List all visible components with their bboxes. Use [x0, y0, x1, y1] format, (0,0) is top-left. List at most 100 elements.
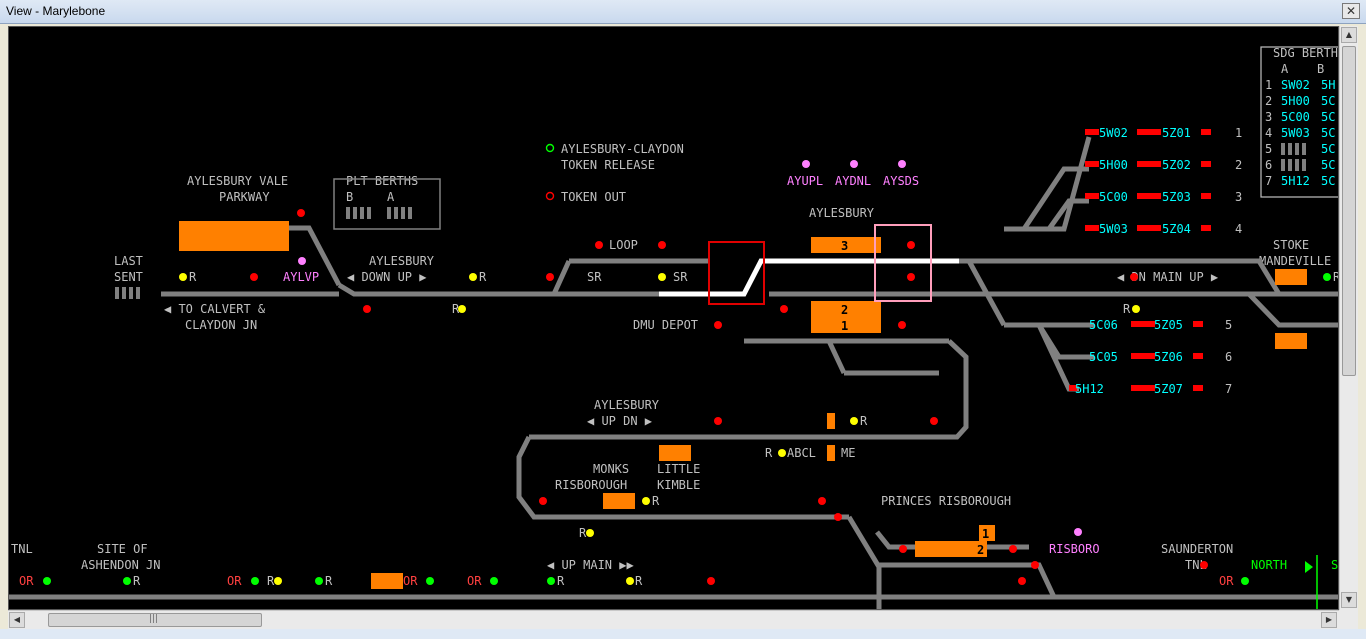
signal-yellow[interactable]	[586, 529, 594, 537]
signal-green[interactable]	[426, 577, 434, 585]
siding-berth-b[interactable]: 5Z05	[1154, 318, 1183, 332]
signal-red[interactable]	[907, 241, 915, 249]
signal-yellow[interactable]	[658, 273, 666, 281]
signal-red[interactable]	[250, 273, 258, 281]
signal-green[interactable]	[1323, 273, 1331, 281]
siding-berth-b[interactable]: 5Z06	[1154, 350, 1183, 364]
signal-yellow[interactable]	[850, 417, 858, 425]
berth-little-kimble[interactable]	[659, 445, 691, 461]
siding-berth-b[interactable]: 5Z04	[1162, 222, 1191, 236]
resize-grip[interactable]	[1339, 610, 1358, 629]
scroll-left-button[interactable]: ◀	[9, 612, 25, 628]
loop-label: LOOP	[609, 238, 638, 252]
signal-red[interactable]	[595, 241, 603, 249]
siding-row-6: 5C05 5Z06 6	[1089, 350, 1232, 364]
to-calvert-label: ◀ TO CALVERT &	[164, 302, 266, 316]
signal-red[interactable]	[780, 305, 788, 313]
signal-red[interactable]	[546, 273, 554, 281]
siding-number: 7	[1225, 382, 1232, 396]
scroll-right-button[interactable]: ▶	[1321, 612, 1337, 628]
signal-red[interactable]	[1200, 561, 1208, 569]
signal-yellow[interactable]	[458, 305, 466, 313]
berth-platform-3[interactable]	[811, 237, 881, 253]
signal-red[interactable]	[1009, 545, 1017, 553]
berth-me[interactable]	[827, 445, 835, 461]
horizontal-scrollbar[interactable]: ◀ ||| ▶	[8, 610, 1339, 629]
aydnl-indicator[interactable]	[850, 160, 858, 168]
siding-signal-bar	[1085, 161, 1099, 167]
last-sent-slot	[129, 287, 133, 299]
berth-princes-platform-1[interactable]	[979, 525, 995, 541]
signal-yellow[interactable]	[626, 577, 634, 585]
track-grey	[9, 136, 1338, 609]
signal-red[interactable]	[297, 209, 305, 217]
sdg-table-rows: 1 SW02 5H 2 5H00 5C 3 5C00 5C 4 5W03 5C …	[1265, 78, 1335, 188]
signal-red[interactable]	[714, 417, 722, 425]
signal-yellow[interactable]	[1132, 305, 1140, 313]
signal-green[interactable]	[43, 577, 51, 585]
signal-green[interactable]	[123, 577, 131, 585]
signal-red[interactable]	[898, 321, 906, 329]
signal-yellow[interactable]	[179, 273, 187, 281]
risboro-indicator[interactable]	[1074, 528, 1082, 536]
signal-red[interactable]	[930, 417, 938, 425]
siding-berth-a[interactable]: 5H12	[1075, 382, 1104, 396]
siding-berth-a[interactable]: 5H00	[1099, 158, 1128, 172]
berth-monks-risborough[interactable]	[603, 493, 635, 509]
close-button[interactable]: ✕	[1342, 3, 1360, 19]
signal-yellow[interactable]	[778, 449, 786, 457]
siding-berth-b[interactable]: 5Z01	[1162, 126, 1191, 140]
signal-green[interactable]	[315, 577, 323, 585]
track-sidings-fan-2	[1021, 166, 1089, 231]
signal-red[interactable]	[363, 305, 371, 313]
siding-berth-a[interactable]: 5C06	[1089, 318, 1118, 332]
signal-green[interactable]	[1241, 577, 1249, 585]
scroll-down-button[interactable]: ▼	[1341, 592, 1357, 608]
signal-red[interactable]	[1018, 577, 1026, 585]
siding-berth-b[interactable]: 5Z03	[1162, 190, 1191, 204]
route-indicator-r: R	[189, 270, 197, 284]
siding-berth-a[interactable]: 5W03	[1099, 222, 1128, 236]
signal-red[interactable]	[899, 545, 907, 553]
horizontal-scroll-thumb[interactable]: |||	[48, 613, 262, 627]
siding-row-1: 5W02 5Z01 1	[1085, 126, 1242, 140]
berth-parkway[interactable]	[179, 221, 289, 251]
vertical-scrollbar[interactable]: ▲ ▼	[1339, 26, 1358, 610]
signal-green[interactable]	[490, 577, 498, 585]
siding-berth-a[interactable]: 5C00	[1099, 190, 1128, 204]
signal-green[interactable]	[547, 577, 555, 585]
signal-red[interactable]	[539, 497, 547, 505]
aysds-indicator[interactable]	[898, 160, 906, 168]
scroll-up-button[interactable]: ▲	[1341, 27, 1357, 43]
signal-red[interactable]	[834, 513, 842, 521]
token-release-indicator[interactable]	[545, 143, 555, 153]
signal-red[interactable]	[907, 273, 915, 281]
berth-princes-platform-2[interactable]	[915, 541, 987, 557]
siding-berth-b[interactable]: 5Z07	[1154, 382, 1183, 396]
signal-red[interactable]	[707, 577, 715, 585]
token-out-indicator[interactable]	[545, 191, 555, 201]
signal-red[interactable]	[714, 321, 722, 329]
signal-green[interactable]	[251, 577, 259, 585]
route-indicator-r: R	[557, 574, 565, 588]
signal-red[interactable]	[658, 241, 666, 249]
siding-berth-b[interactable]: 5Z02	[1162, 158, 1191, 172]
berth-platform-2-1[interactable]	[811, 301, 881, 333]
sdg-row-num: 6	[1265, 158, 1272, 172]
siding-berth-a[interactable]: 5C05	[1089, 350, 1118, 364]
ayupl-indicator[interactable]	[802, 160, 810, 168]
signal-yellow[interactable]	[642, 497, 650, 505]
berth-abcl-1[interactable]	[827, 413, 835, 429]
aylvp-indicator[interactable]	[298, 257, 306, 265]
berth-stoke[interactable]	[1275, 269, 1307, 285]
signal-red[interactable]	[818, 497, 826, 505]
berth-up-main[interactable]	[371, 573, 403, 589]
token-release-label-2: TOKEN RELEASE	[561, 158, 655, 172]
signal-yellow[interactable]	[274, 577, 282, 585]
signal-red[interactable]	[1130, 273, 1138, 281]
vertical-scroll-thumb[interactable]	[1342, 46, 1356, 376]
signal-red[interactable]	[1031, 561, 1039, 569]
berth-stoke-up[interactable]	[1275, 333, 1307, 349]
siding-berth-a[interactable]: 5W02	[1099, 126, 1128, 140]
signal-yellow[interactable]	[469, 273, 477, 281]
